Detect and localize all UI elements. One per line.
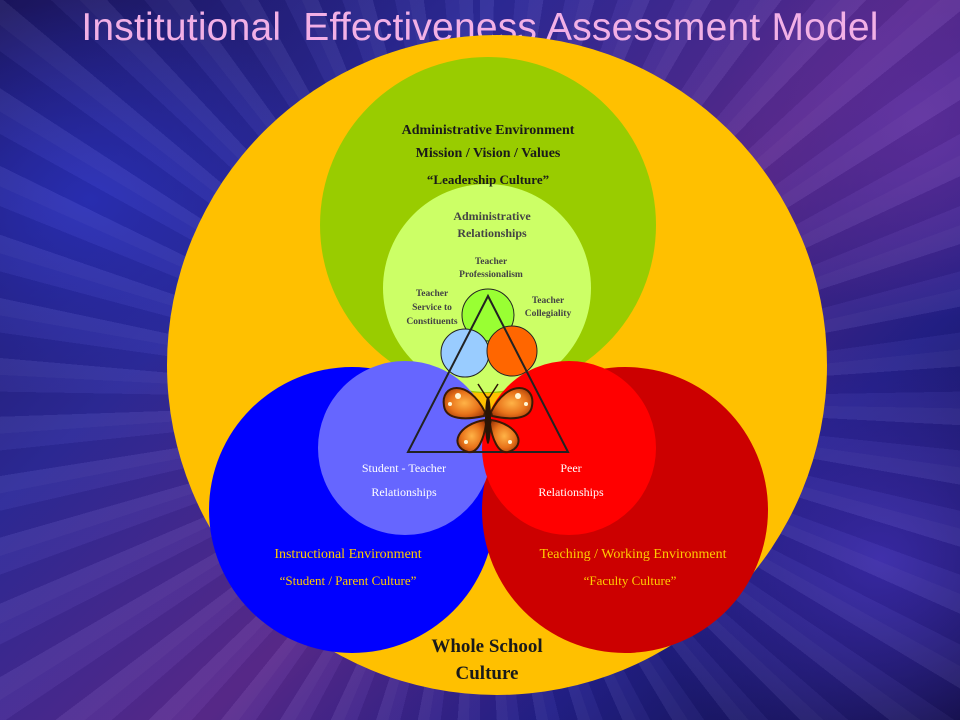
instructional-environment-label: Instructional Environment xyxy=(274,547,421,562)
administrative-relationships-circle xyxy=(383,184,591,392)
teacher-professionalism-label-line1: Teacher xyxy=(475,257,508,267)
teacher-collegiality-label-line1: Teacher xyxy=(532,296,565,306)
peer-relationships-label-line1: Peer xyxy=(560,461,581,475)
relationship-triangle xyxy=(406,293,570,453)
administrative-mission-label: Mission / Vision / Values xyxy=(416,146,561,161)
teacher-service-label-line1: Teacher xyxy=(416,289,449,299)
teacher-collegiality-label-line2: Collegiality xyxy=(525,309,572,319)
whole-school-label-line2: Culture xyxy=(456,663,519,684)
whole-school-label-line1: Whole School xyxy=(431,636,542,657)
peer-relationships-label-line2: Relationships xyxy=(538,485,604,499)
butterfly-icon xyxy=(442,383,534,454)
teacher-service-circle xyxy=(440,328,490,378)
teacher-service-label-line3: Constituents xyxy=(406,317,458,327)
page-title: Institutional Effectiveness Assessment M… xyxy=(81,6,879,49)
teacher-professionalism-label-line2: Professionalism xyxy=(459,270,523,280)
faculty-culture-label: “Faculty Culture” xyxy=(584,573,677,588)
teaching-environment-label: Teaching / Working Environment xyxy=(540,547,727,562)
student-teacher-relationships-label-line1: Student - Teacher xyxy=(362,461,446,475)
teacher-collegiality-circle xyxy=(486,325,538,377)
student-parent-culture-label: “Student / Parent Culture” xyxy=(280,573,417,588)
leadership-culture-label: “Leadership Culture” xyxy=(427,172,549,187)
administrative-relationships-label-line2: Relationships xyxy=(457,226,527,240)
teacher-service-label-line2: Service to xyxy=(412,303,452,313)
student-teacher-relationships-label-line2: Relationships xyxy=(371,485,437,499)
administrative-environment-label: Administrative Environment xyxy=(402,123,575,138)
administrative-relationships-label-line1: Administrative xyxy=(453,209,531,223)
